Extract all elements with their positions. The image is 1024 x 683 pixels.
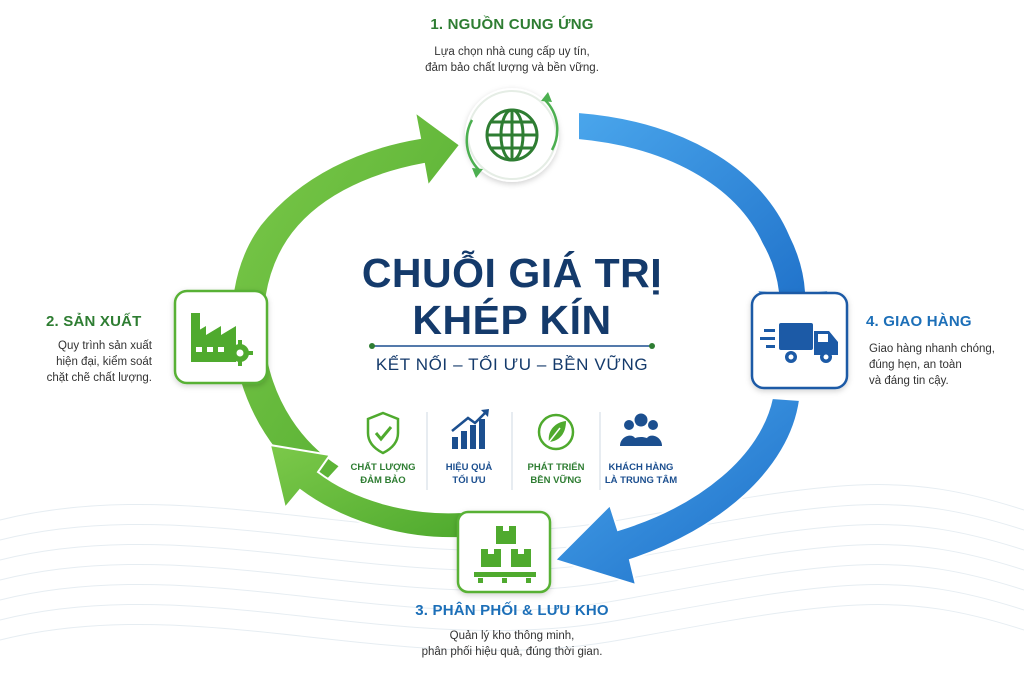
feature-sustainability-line-1: PHÁT TRIỂN (527, 462, 585, 473)
step-4-desc-line-1: Giao hàng nhanh chóng, (869, 343, 995, 355)
production-node (173, 289, 269, 385)
step-3-description: Quản lý kho thông minh, phân phối hiệu q… (0, 628, 1024, 660)
delivery-truck-icon (760, 323, 838, 363)
people-icon (620, 413, 662, 446)
step-1-desc-line-2: đảm bảo chất lượng và bền vững. (425, 62, 599, 74)
feature-separators (426, 412, 601, 490)
feature-customer-label: KHÁCH HÀNG LÀ TRUNG TÂM (596, 461, 686, 487)
title-divider (369, 343, 655, 349)
arrow-delivery-to-distribution (553, 396, 802, 587)
factory-icon (191, 313, 253, 366)
feature-sustainability-line-2: BỀN VỮNG (530, 475, 582, 486)
feature-quality-label: CHẤT LƯỢNG ĐẢM BẢO (338, 461, 428, 487)
tagline: KẾT NỐI – TỐI ƯU – BỀN VỮNG (375, 355, 649, 374)
step-3-title: 3. PHÂN PHỐI & LƯU KHO (415, 602, 609, 619)
step-1-description: Lựa chọn nhà cung cấp uy tín, đảm bảo ch… (0, 44, 1024, 76)
step-3-desc-line-2: phân phối hiệu quả, đúng thời gian. (421, 646, 603, 658)
globe-icon (485, 108, 539, 162)
feature-customer-line-2: LÀ TRUNG TÂM (604, 475, 678, 486)
step-2-desc-line-3: chặt chẽ chất lượng. (46, 372, 152, 384)
step-4-title: 4. GIAO HÀNG (866, 313, 972, 330)
distribution-node (456, 510, 552, 594)
step-2-desc-line-2: hiện đại, kiểm soát (56, 356, 152, 368)
refresh-arrow-icon (544, 99, 559, 151)
arrow-distribution-to-production (268, 443, 464, 540)
feature-efficiency-line-1: HIỆU QUẢ (445, 462, 493, 473)
step-2-description: Quy trình sản xuất hiện đại, kiểm soát c… (40, 338, 152, 386)
delivery-node (750, 291, 849, 390)
step-4-desc-line-2: đúng hẹn, an toàn (869, 359, 962, 371)
feature-efficiency-label: HIỆU QUẢ TỐI ƯU (424, 461, 514, 487)
step-1-title: 1. NGUỒN CUNG ỨNG (430, 16, 594, 33)
step-2-title: 2. SẢN XUẤT (46, 313, 142, 330)
step-1-desc-line-1: Lựa chọn nhà cung cấp uy tín, (434, 46, 590, 58)
warehouse-boxes-icon (474, 526, 536, 583)
step-4-desc-line-3: và đáng tin cậy. (869, 375, 949, 387)
diagram-title: CHUỖI GIÁ TRỊ KHÉP KÍN (312, 250, 712, 344)
step-2-desc-line-1: Quy trình sản xuất (58, 340, 152, 352)
step-3-desc-line-1: Quản lý kho thông minh, (449, 630, 575, 642)
feature-sustainability-label: PHÁT TRIỂN BỀN VỮNG (511, 461, 601, 487)
shield-check-icon (366, 411, 400, 455)
supply-node (465, 88, 559, 182)
step-4-description: Giao hàng nhanh chóng, đúng hẹn, an toàn… (869, 341, 1019, 389)
feature-quality-line-1: CHẤT LƯỢNG (350, 462, 416, 473)
feature-efficiency-line-2: TỐI ƯU (452, 475, 486, 486)
leaf-icon (537, 413, 575, 451)
feature-quality-line-2: ĐẢM BẢO (360, 475, 406, 486)
title-line-2: KHÉP KÍN (412, 297, 612, 343)
bar-chart-icon (451, 409, 489, 449)
feature-customer-line-1: KHÁCH HÀNG (608, 462, 674, 473)
title-line-1: CHUỖI GIÁ TRỊ (361, 250, 663, 296)
